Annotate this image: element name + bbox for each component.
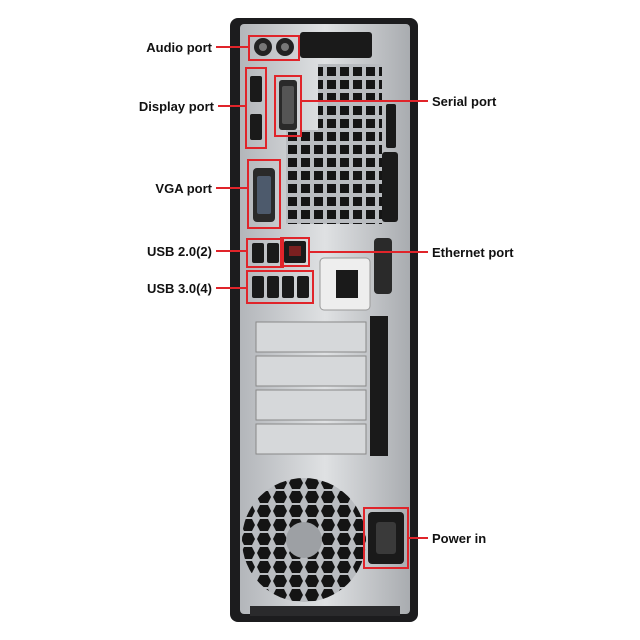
display-ports xyxy=(250,76,262,140)
label-power-in: Power in xyxy=(432,531,487,546)
audio-jacks xyxy=(254,38,294,56)
serial-port-connector xyxy=(279,80,297,130)
callouts xyxy=(216,35,428,569)
side-slot-1 xyxy=(386,104,396,148)
power-inlet xyxy=(368,512,404,564)
label-usb3: USB 3.0(4) xyxy=(146,281,212,296)
side-slot-2 xyxy=(382,152,398,222)
ethernet-connector xyxy=(284,241,306,263)
chassis-foot xyxy=(250,606,400,616)
callout-vga-box xyxy=(247,159,281,229)
expansion-slots xyxy=(255,316,388,456)
middle-vent-grid xyxy=(286,130,320,224)
knockout-inner xyxy=(336,270,358,298)
top-tab xyxy=(300,32,372,58)
fan-hub xyxy=(286,522,322,558)
label-display-port: Display port xyxy=(138,99,214,114)
label-serial-port: Serial port xyxy=(432,94,497,109)
label-usb2: USB 2.0(2) xyxy=(146,244,212,259)
callout-usb2-box xyxy=(246,238,284,268)
label-vga-port: VGA port xyxy=(155,181,212,196)
upper-vent-grid xyxy=(318,64,382,224)
vga-connector xyxy=(253,168,275,222)
callout-display-box xyxy=(245,67,267,149)
label-ethernet-port: Ethernet port xyxy=(432,245,514,260)
callout-serial-box xyxy=(274,75,302,137)
side-latch xyxy=(374,238,392,294)
label-audio-port: Audio port xyxy=(146,40,212,55)
usb3-connectors xyxy=(252,276,309,298)
usb2-connectors xyxy=(252,243,279,263)
